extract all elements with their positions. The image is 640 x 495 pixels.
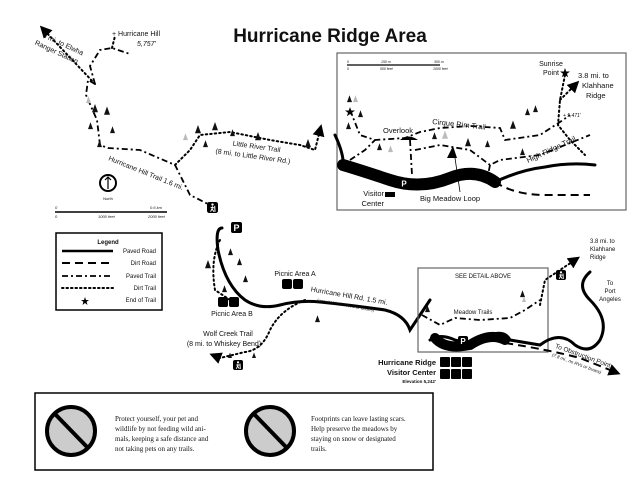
port-angeles-label: To [607,281,614,287]
detail-elevation: + 5,471' [563,113,582,119]
svg-text:Ridge: Ridge [586,91,606,100]
svg-text:P: P [233,223,239,233]
svg-text:P: P [460,337,466,346]
scale-bar: 0 0.6 km 0 1000 feet 2000 feet [55,205,167,219]
hurricane-hill-summit-trail [89,47,131,85]
hurricane-hill-trail [85,78,211,206]
end-of-trail-star-icon [345,107,355,117]
legend-end-of-trail: End of Trail [126,298,156,304]
legend-dirt-trail: Dirt Trail [134,286,156,292]
visitor-center-icons [440,357,472,379]
notice-wildlife-text: Protect yourself, your pet and wildlife … [115,415,210,453]
legend-paved-trail: Paved Trail [126,274,156,280]
port-angeles-label-3: Angeles [599,297,621,303]
detail-klahhane-label: 3.8 mi. to [578,71,609,80]
svg-text:500 feet: 500 feet [380,67,394,71]
north-label: North [103,196,113,201]
svg-text:Klahhane: Klahhane [582,81,614,90]
klahhane-hiker-icon [556,270,566,280]
legend-dirt-road: Dirt Road [131,261,156,267]
north-arrow: North [99,174,117,201]
visitor-center-parking [430,331,510,352]
map-title: Hurricane Ridge Area [233,26,427,47]
svg-text:Point: Point [543,70,559,77]
wolf-creek-label-2: (8 mi. to Whiskey Bend) [187,341,261,348]
svg-text:0: 0 [55,205,58,210]
picnic-a-icons [282,279,303,289]
visitor-center-label-2: Visitor Center [387,368,436,377]
svg-text:0: 0 [55,214,58,219]
hurricane-hill-label: + Hurricane Hill [112,31,160,38]
no-feeding-wildlife-icon [45,405,97,457]
detail-visitor-center-label: Visitor [363,189,384,198]
picnic-area-a-label: Picnic Area A [274,271,316,278]
parking-icon: P [231,222,242,233]
picnic-b-icons [218,297,239,307]
svg-text:P: P [401,180,407,189]
overlook-label: Overlook [383,126,413,135]
detail-inset: 0 150 m 300 m 0 500 feet 1000 feet P Sun… [333,52,627,211]
visitor-center-label: Hurricane Ridge [378,358,436,367]
see-detail-label: SEE DETAIL ABOVE [455,274,511,280]
notice-panel: Protect yourself, your pet and wildlife … [34,392,434,471]
see-detail-box [417,267,549,353]
sunrise-point-label: Sunrise [539,61,563,68]
hiker-icon [207,202,218,213]
wolf-creek-label: Wolf Creek Trail [203,331,253,338]
meadow-trails-label: Meadow Trails [454,310,493,316]
no-trampling-meadow-icon [244,405,296,457]
svg-text:Center: Center [361,199,384,208]
star-icon [81,297,89,305]
vc-parking-icon: P [458,336,468,346]
svg-text:0: 0 [347,60,349,64]
svg-text:300 m: 300 m [434,60,444,64]
big-meadow-loop-label: Big Meadow Loop [420,194,480,203]
klahhane-label-2: Klahhane [590,247,616,253]
detail-parking-road [337,159,501,191]
svg-text:Legend: Legend [97,240,119,246]
legend-paved-road: Paved Road [123,249,156,255]
klahhane-label: 3.8 mi. to [590,239,615,245]
visitor-center-elevation: Elevation 5,242' [402,379,436,384]
wolf-creek-trail [209,299,306,364]
little-river-trail [174,124,325,166]
picnic-area-b-label: Picnic Area B [211,311,253,318]
sunrise-star-icon [560,68,570,78]
elwha-trail [39,25,96,85]
legend: Legend Paved Road Dirt Road Paved Trail … [55,232,163,311]
obstruction-point-road [504,342,621,376]
svg-text:1000 feet: 1000 feet [433,67,449,71]
picnic-b-trail [212,239,231,301]
svg-text:0: 0 [347,67,349,71]
notice-meadow-text: Footprints can leave lasting scars. Help… [311,415,407,453]
wolf-creek-hiker-icon [233,360,243,370]
hurricane-hill-elevation: 5,757' [137,41,157,48]
hurricane-hill-road [215,226,432,334]
klahhane-ridge-trail [539,256,580,306]
klahhane-label-3: Ridge [590,255,606,261]
svg-text:150 m: 150 m [381,60,391,64]
summit-spur [111,35,116,49]
port-angeles-label-2: Port [604,289,615,295]
svg-text:1000 feet: 1000 feet [98,214,116,219]
svg-text:0.6 km: 0.6 km [150,205,163,210]
svg-text:2000 feet: 2000 feet [147,214,166,219]
hurricane-hill-trail-label: Hurricane Hill Trail 1.6 mi. [107,155,184,192]
